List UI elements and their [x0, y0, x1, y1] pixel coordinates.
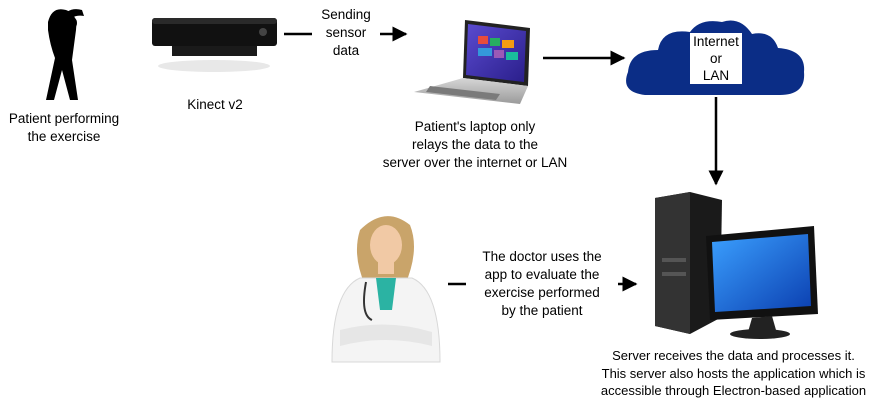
- doctor-edge-line-1: The doctor uses the: [482, 249, 602, 264]
- doctor-edge-line-2: app to evaluate the: [484, 267, 600, 282]
- patient-label: Patient performing the exercise: [0, 110, 128, 146]
- edge-doctor-to-server-label: The doctor uses the app to evaluate the …: [466, 248, 618, 320]
- cloud-label-line-3: LAN: [702, 68, 730, 83]
- doctor-photo: [331, 216, 441, 363]
- edge-label-line-3: data: [332, 43, 360, 58]
- edge-label-line-2: sensor: [325, 25, 367, 40]
- doctor-edge-line-4: by the patient: [501, 303, 583, 318]
- edge-label-line-1: Sending: [321, 7, 371, 22]
- cloud-label-line-2: or: [709, 51, 722, 66]
- server-label-line-1: Server receives the data and processes i…: [612, 348, 855, 363]
- laptop-label-line-1: Patient's laptop only: [414, 119, 536, 134]
- server-label: Server receives the data and processes i…: [578, 347, 889, 400]
- laptop-label: Patient's laptop only relays the data to…: [360, 118, 590, 172]
- edge-kinect-to-laptop-label: Sending sensor data: [312, 6, 380, 60]
- patient-label-line-1: Patient performing: [8, 111, 120, 126]
- cloud-label-line-1: Internet: [693, 34, 739, 49]
- doctor-edge-line-3: exercise performed: [484, 285, 600, 300]
- patient-label-line-2: the exercise: [27, 129, 101, 144]
- laptop-label-line-3: server over the internet or LAN: [382, 155, 568, 170]
- patient-exercise-icon: [46, 9, 84, 101]
- laptop-label-line-2: relays the data to the: [411, 137, 539, 152]
- kinect-label: Kinect v2: [187, 97, 243, 112]
- kinect-sensor-icon: [152, 18, 277, 72]
- cloud-label: Internet or LAN: [690, 33, 742, 84]
- server-label-line-2: This server also hosts the application w…: [601, 365, 866, 381]
- server-label-line-3: accessible through Electron-based applic…: [600, 383, 867, 398]
- laptop-icon: [414, 20, 530, 104]
- server-computer-icon: [655, 192, 818, 339]
